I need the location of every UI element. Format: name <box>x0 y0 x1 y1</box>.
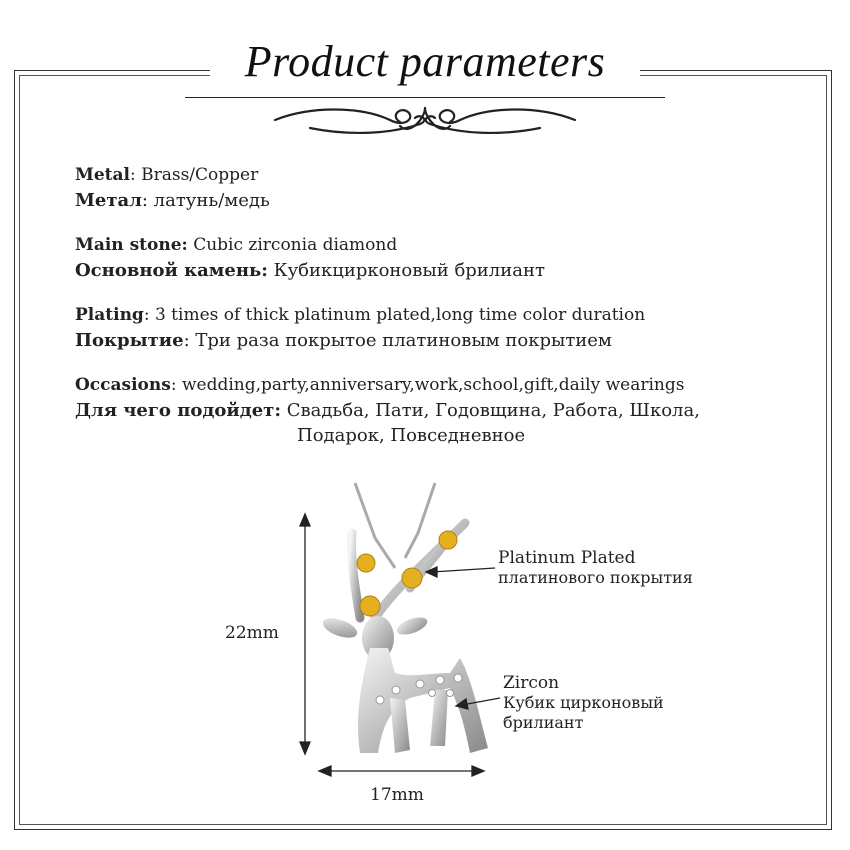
value-ru: Свадьба, Пати, Годовщина, Работа, Школа, <box>280 400 700 421</box>
zircon-callout-ru-1: Кубик цирконовый <box>503 693 664 712</box>
value-en: : 3 times of thick platinum plated,long … <box>143 305 646 325</box>
param-main-stone: Main stone: Cubic zirconia diamond Основ… <box>75 233 700 283</box>
label-en: Metal <box>75 165 130 185</box>
param-occasions: Occasions: wedding,party,anniversary,wor… <box>75 373 700 448</box>
parameters-list: Metal: Brass/Copper Метал: латунь/медь M… <box>75 163 700 468</box>
height-dimension-label: 22mm <box>225 623 279 643</box>
value-en: : Brass/Copper <box>129 165 259 185</box>
value-ru: : Три раза покрытое платиновым покрытием <box>183 330 612 351</box>
value-ru: Кубикциркон​овый брилиант <box>267 260 545 281</box>
value-en: Cubic zirconia diamond <box>187 235 398 255</box>
label-ru: Основной камень: <box>75 260 268 281</box>
zircon-callout-ru-2: брилиант <box>503 713 584 732</box>
plating-callout: Platinum Plated платинового покрытия <box>498 548 693 588</box>
deer-pendant-image <box>322 482 488 753</box>
label-en: Plating <box>75 305 144 325</box>
value-en: : wedding,party,anniversary,work,school,… <box>170 375 685 395</box>
title-background <box>210 55 640 95</box>
value-ru: : латунь/медь <box>141 190 270 211</box>
zircon-callout: Zircon Кубик цирконовый брилиант <box>503 673 664 733</box>
label-en: Occasions <box>75 375 171 395</box>
plating-callout-ru: платинового покрытия <box>498 568 693 587</box>
label-ru: Для чего подойдет: <box>75 400 281 421</box>
plating-callout-en: Platinum Plated <box>498 548 636 568</box>
label-ru: Метал <box>75 190 142 211</box>
param-metal: Metal: Brass/Copper Метал: латунь/медь <box>75 163 700 213</box>
page-title: Product parameters <box>244 37 606 86</box>
value-ru-continued: Подарок, Повседневное <box>297 425 526 446</box>
param-plating: Plating: 3 times of thick platinum plate… <box>75 303 700 353</box>
flourish-ornament-icon <box>273 106 577 134</box>
title-underline <box>185 97 665 98</box>
zircon-callout-en: Zircon <box>503 673 560 693</box>
label-ru: Покрытие <box>75 330 184 351</box>
label-en: Main stone: <box>75 235 188 255</box>
width-dimension-label: 17mm <box>370 785 424 805</box>
